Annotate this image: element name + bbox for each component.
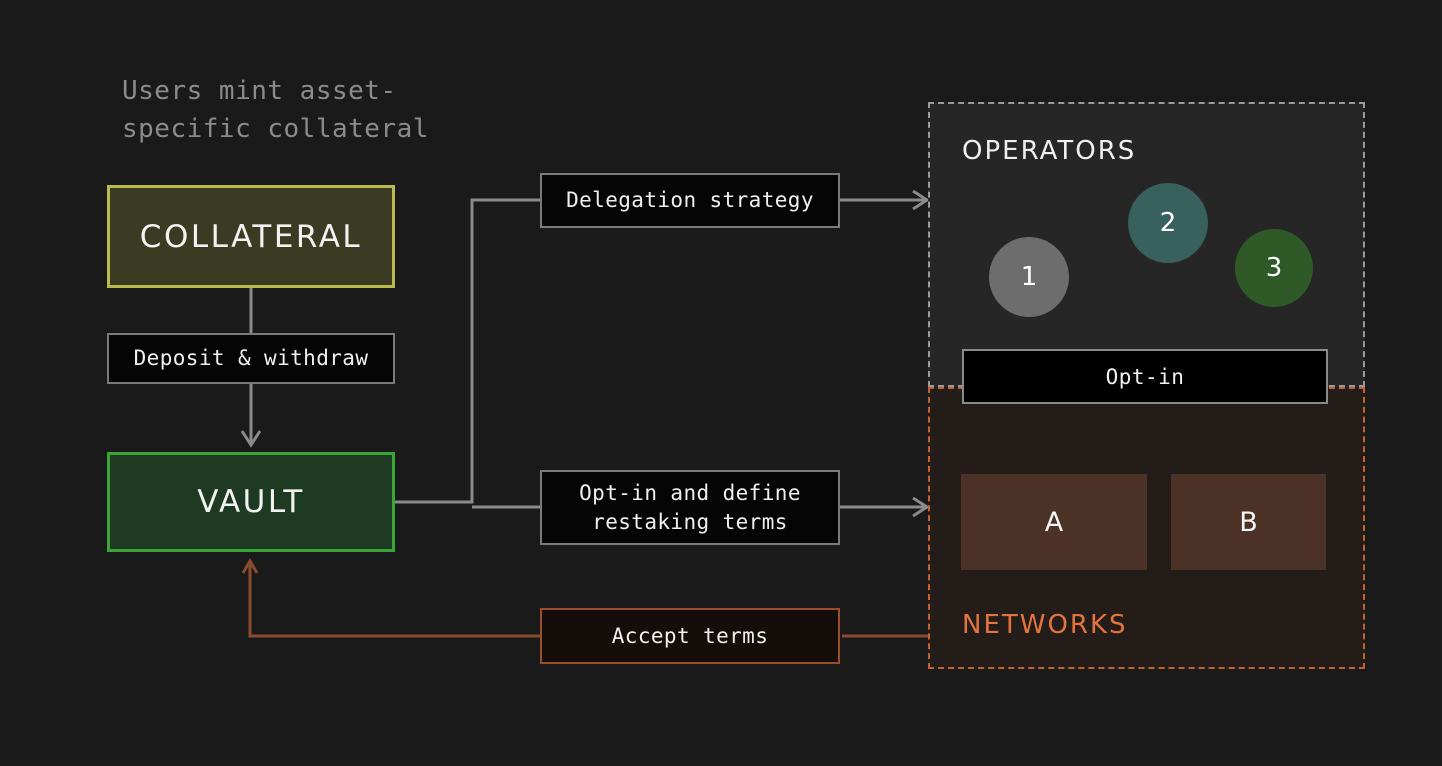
operator-node-1[interactable]: 1 (989, 237, 1069, 317)
edge-vault-to-delegation (395, 198, 540, 504)
label-deposit-and-withdraw: Deposit & withdraw (107, 333, 395, 384)
collateral-box[interactable]: COLLATERAL (107, 185, 395, 288)
label-optin-and-define-restaking-terms: Opt-in and define restaking terms (540, 470, 840, 545)
networks-panel-title: NETWORKS (962, 610, 1128, 640)
caption-users-mint-collateral: Users mint asset- specific collateral (122, 76, 429, 144)
operators-panel-title: OPERATORS (962, 136, 1137, 166)
edge-accept-to-vault (241, 558, 540, 638)
network-box-b[interactable]: B (1171, 474, 1326, 570)
network-box-a[interactable]: A (961, 474, 1147, 570)
operator-node-2[interactable]: 2 (1128, 183, 1208, 263)
vault-box[interactable]: VAULT (107, 452, 395, 552)
operator-node-3[interactable]: 3 (1235, 229, 1313, 307)
label-accept-terms: Accept terms (540, 608, 840, 664)
label-delegation-strategy: Delegation strategy (540, 173, 840, 228)
optin-bar: Opt-in (962, 349, 1328, 404)
